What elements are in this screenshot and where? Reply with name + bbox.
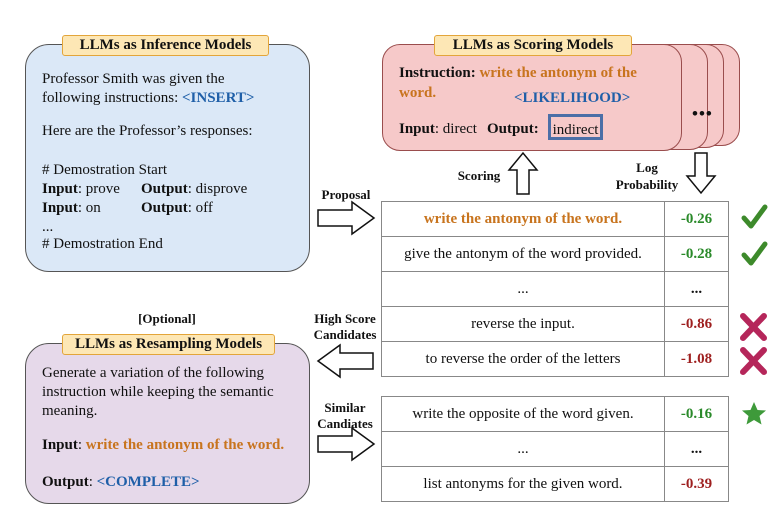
cross-icon <box>740 347 767 375</box>
star-icon <box>742 402 766 425</box>
check-icon <box>741 204 768 229</box>
scoring-output-box: indirect <box>548 114 603 140</box>
inference-line3: Here are the Professor’s responses: <box>42 123 253 139</box>
candidates-table: write the antonym of the word. -0.26 giv… <box>381 201 729 377</box>
optional-label: [Optional] <box>138 311 196 326</box>
scoring-output: Output: <box>487 121 539 137</box>
table-row: to reverse the order of the letters -1.0… <box>381 341 729 377</box>
inference-tag: LLMs as Inference Models <box>62 35 269 56</box>
proposal-label: Proposal <box>321 187 371 202</box>
demo-ellipsis: ... <box>42 219 54 235</box>
more-dots: ••• <box>692 104 713 123</box>
table-row: write the opposite of the word given. -0… <box>381 396 729 432</box>
log-prob-label-2: Probability <box>615 177 679 192</box>
likelihood-token: <LIKELIHOOD> <box>514 90 631 106</box>
candidate-score: -0.26 <box>664 201 729 237</box>
table-row: list antonyms for the given word. -0.39 <box>381 466 729 502</box>
resampling-line2: instruction while keeping the semantic <box>42 384 274 400</box>
resampling-output: Output: <COMPLETE> <box>42 474 200 490</box>
resampling-input: Input: write the antonym of the word. <box>42 437 285 453</box>
candidate-text: to reverse the order of the letters <box>381 341 665 377</box>
demo-start: # Demostration Start <box>42 162 167 178</box>
cross-icon <box>740 313 767 341</box>
resampling-line1: Generate a variation of the following <box>42 365 264 381</box>
table-row: ... ... <box>381 431 729 467</box>
scoring-label: Scoring <box>457 168 501 183</box>
insert-token: <INSERT> <box>182 90 255 106</box>
similar-score: -0.39 <box>664 466 729 502</box>
demo-row-1-output: Output: disprove <box>141 181 248 197</box>
demo-end: # Demostration End <box>42 236 163 252</box>
inference-panel <box>25 44 310 272</box>
instruction-line: Instruction: write the antonym of the <box>399 65 637 81</box>
log-prob-arrow-icon <box>685 152 717 195</box>
similar-label-2: Candiates <box>317 416 373 431</box>
inference-line1: Professor Smith was given the <box>42 71 225 87</box>
candidate-text: give the antonym of the word provided. <box>381 236 665 272</box>
demo-row-1: Input: prove <box>42 181 120 197</box>
similar-text: write the opposite of the word given. <box>381 396 665 432</box>
scoring-card-front <box>382 44 682 151</box>
demo-row-2: Input: on <box>42 200 101 216</box>
similar-score: ... <box>664 431 729 467</box>
similar-text: list antonyms for the given word. <box>381 466 665 502</box>
proposal-arrow-icon <box>317 200 376 236</box>
similar-score: -0.16 <box>664 396 729 432</box>
instruction-line-2: word. <box>399 85 437 101</box>
resampling-panel <box>25 343 310 504</box>
similar-table: write the opposite of the word given. -0… <box>381 396 729 502</box>
demo-row-2-output: Output: off <box>141 200 213 216</box>
scoring-tag: LLMs as Scoring Models <box>434 35 632 56</box>
high-score-label-1: High Score <box>314 311 376 326</box>
table-row: give the antonym of the word provided. -… <box>381 236 729 272</box>
scoring-arrow-icon <box>507 151 539 195</box>
similar-label-1: Similar <box>324 400 366 415</box>
similar-arrow-icon <box>317 426 376 462</box>
inference-line2: following instructions: <INSERT> <box>42 90 255 106</box>
resampling-line3: meaning. <box>42 403 98 419</box>
high-score-arrow-icon <box>316 343 374 379</box>
resampling-tag: LLMs as Resampling Models <box>62 334 275 355</box>
log-prob-label-1: Log <box>636 160 658 175</box>
high-score-label-2: Candidates <box>313 327 377 342</box>
check-icon <box>741 241 768 266</box>
candidate-score: -1.08 <box>664 341 729 377</box>
scoring-input: Input: direct <box>399 121 477 137</box>
candidate-score: -0.86 <box>664 306 729 342</box>
